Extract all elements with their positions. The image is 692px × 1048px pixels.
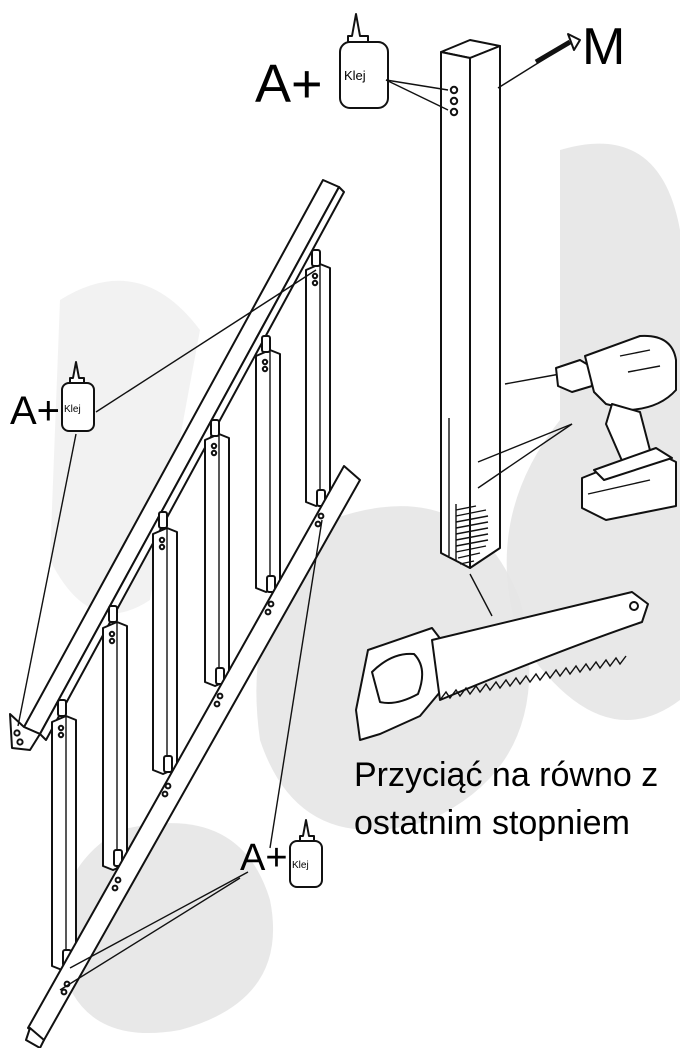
baluster [204, 419, 230, 687]
glue-pointer [69, 871, 249, 969]
saw-icon [355, 591, 649, 741]
drill-pointer [477, 423, 573, 489]
glue-prefix-label: A+ [10, 389, 60, 433]
glue-pointer [59, 877, 241, 991]
newel-post [440, 39, 501, 569]
baluster [255, 335, 281, 593]
glue-word-label: Klej [344, 68, 366, 83]
cut-instruction-line-2: ostatnim stopniem [354, 804, 630, 842]
baluster [51, 699, 77, 971]
glue-pointer [17, 433, 77, 727]
baluster [102, 605, 128, 871]
glue-word-label: Klej [64, 404, 81, 415]
bottom-rail-holes [60, 512, 325, 996]
glue-pointer [385, 79, 449, 91]
drill-icon [504, 334, 677, 521]
glue-prefix-label: A+ [255, 54, 323, 114]
drill-pointer [477, 423, 573, 463]
watermark [50, 143, 680, 1034]
cut-instruction-line-1: Przyciąć na równo z [354, 756, 659, 794]
post-hole [449, 107, 459, 117]
top-rail-edge [39, 186, 345, 741]
glue-bottle-icon [61, 361, 95, 432]
post-hole [449, 85, 459, 95]
glue-pointer [95, 269, 317, 413]
baluster [305, 249, 331, 507]
post-hole [449, 96, 459, 106]
post-left-face [440, 51, 471, 569]
glue-pointer [269, 519, 323, 849]
post-cut-hatch [455, 504, 489, 565]
glue-word-label: Klej [292, 860, 309, 871]
screw-pointer [497, 57, 547, 89]
baluster [152, 511, 178, 775]
screw-icon [534, 33, 581, 65]
glue-bottle-icon [339, 13, 389, 109]
glue-bottle-icon [289, 819, 323, 888]
bottom-rail [25, 465, 361, 1048]
glue-pointer [385, 79, 449, 111]
balusters [51, 249, 331, 971]
bottom-rail-end [25, 1027, 45, 1048]
screw-label: M [582, 18, 625, 76]
post-right-face [469, 45, 501, 569]
saw-pointer [469, 573, 493, 617]
top-rail [9, 179, 345, 751]
